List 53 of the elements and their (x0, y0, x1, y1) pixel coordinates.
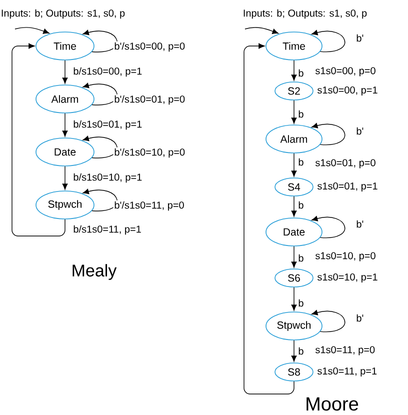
transition-arrow (291, 196, 297, 217)
edge-label: b' (355, 313, 365, 323)
self-loop-arrow (82, 136, 118, 158)
output-label: s1s0=00, p=1 (316, 85, 379, 97)
initial-arrow (244, 27, 278, 34)
transition-arrow (62, 60, 68, 84)
edge-label: b/s1s0=00, p=1 (72, 66, 144, 78)
diagram-caption: Mealy (72, 264, 117, 280)
edge-label: b'/s1s0=11, p=0 (113, 200, 186, 212)
edge-label: b'/s1s0=01, p=0 (113, 94, 186, 106)
output-label: s1s0=01, p=0 (314, 158, 377, 170)
edge-label: b/s1s0=01, p=1 (72, 119, 144, 131)
self-loop-arrow (312, 123, 346, 146)
transition-arrow (291, 340, 297, 362)
self-loop-arrow (82, 82, 118, 106)
self-loop-arrow (312, 30, 346, 52)
self-loop-arrow (82, 30, 118, 52)
io-heading: Inputs: b; Outputs: s1, s0, p (244, 9, 367, 19)
edge-label: b (297, 68, 305, 78)
return-arrow (12, 43, 66, 236)
edge-label: b (297, 157, 305, 167)
edge-label: b'/s1s0=00, p=0 (113, 41, 186, 53)
edge-label: b (297, 109, 305, 119)
edge-label: b (297, 200, 305, 210)
self-loop-arrow (82, 188, 118, 212)
self-loop-arrow (312, 216, 346, 238)
transition-arrow (62, 113, 68, 137)
edge-label: b' (355, 126, 365, 136)
edge-label: b' (355, 219, 365, 229)
output-label: s1s0=11, p=0 (314, 345, 376, 356)
transition-arrow (291, 153, 297, 177)
edge-label: b/s1s0=10, p=1 (72, 172, 144, 184)
edge-label: b (297, 346, 305, 356)
edge-label: b'/s1s0=10, p=0 (113, 147, 186, 159)
diagram-caption: Moore (306, 397, 358, 411)
transition-arrow (291, 246, 297, 268)
output-label: s1s0=01, p=1 (316, 181, 379, 193)
output-label: s1s0=10, p=0 (314, 251, 377, 262)
output-label: s1s0=00, p=0 (314, 66, 377, 78)
edge-label: b/s1s0=11, p=1 (72, 224, 142, 236)
output-label: s1s0=10, p=1 (316, 272, 379, 284)
output-label: s1s0=11, p=1 (316, 366, 378, 378)
transition-arrow (291, 60, 297, 81)
return-arrow (244, 43, 294, 394)
initial-arrow (14, 27, 50, 34)
self-loop-arrow (312, 310, 346, 332)
transition-arrow (291, 100, 297, 124)
edge-label: b (297, 253, 305, 263)
io-heading: Inputs: b; Outputs: s1, s0, p (2, 9, 125, 19)
edge-label: b (297, 298, 305, 308)
transition-arrow (62, 166, 68, 190)
transition-arrow (291, 287, 297, 311)
edge-label: b' (355, 33, 365, 43)
